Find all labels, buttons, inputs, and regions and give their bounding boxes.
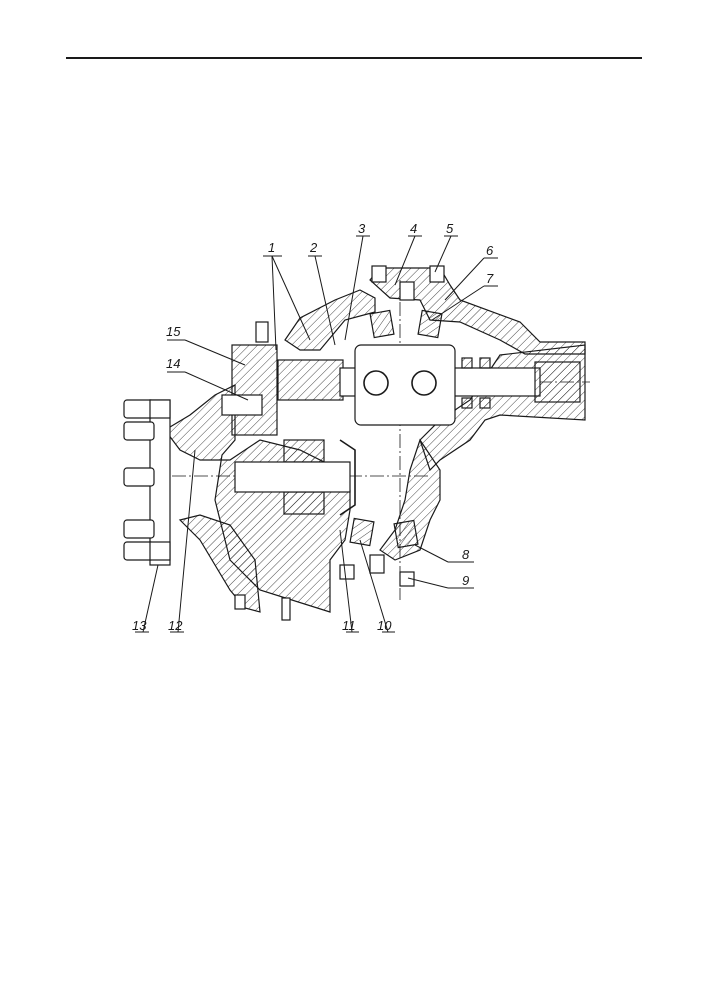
axle-shaft-seals [461,357,491,409]
cv-joint-body [354,344,456,426]
callout-4: 4 [410,221,417,236]
hub-bearing-outer [283,439,325,463]
callout-15: 15 [166,324,181,339]
wheel-studs [123,399,171,561]
callout-10: 10 [377,618,392,633]
lower-king-pin-bearing-left [349,517,375,547]
callout-5: 5 [446,221,454,236]
upper-king-pin-bearing-right [417,309,443,339]
housing-right-upper [369,267,586,355]
cv-joint-ball-left [363,370,389,396]
sun-gear-shaft [277,359,344,401]
callout-14: 14 [166,356,180,371]
shaft-end-yoke [534,361,581,403]
callout-9: 9 [462,573,469,588]
hub-spindle [234,461,351,493]
callout-7: 7 [486,271,494,286]
cv-joint-ball-right [411,370,437,396]
planet-gear-carrier [231,344,278,436]
callout-13: 13 [132,618,147,633]
callout-8: 8 [462,547,470,562]
callout-11: 11 [342,618,356,633]
callout-3: 3 [358,221,366,236]
hub-bearing-inner [283,491,325,515]
planet-pin [221,394,263,416]
housing-lower-left [178,514,261,613]
callout-6: 6 [486,243,494,258]
knuckle-bolts [234,265,445,621]
housing-upper [284,289,376,351]
callout-2: 2 [309,240,318,255]
page-header-rule [66,57,642,59]
upper-king-pin-bearing-left [369,309,395,339]
lower-king-pin-bearing-right [393,519,419,549]
callout-leaders [135,235,498,633]
callout-1: 1 [268,240,275,255]
hub-cap [339,439,356,516]
callout-12: 12 [168,618,183,633]
